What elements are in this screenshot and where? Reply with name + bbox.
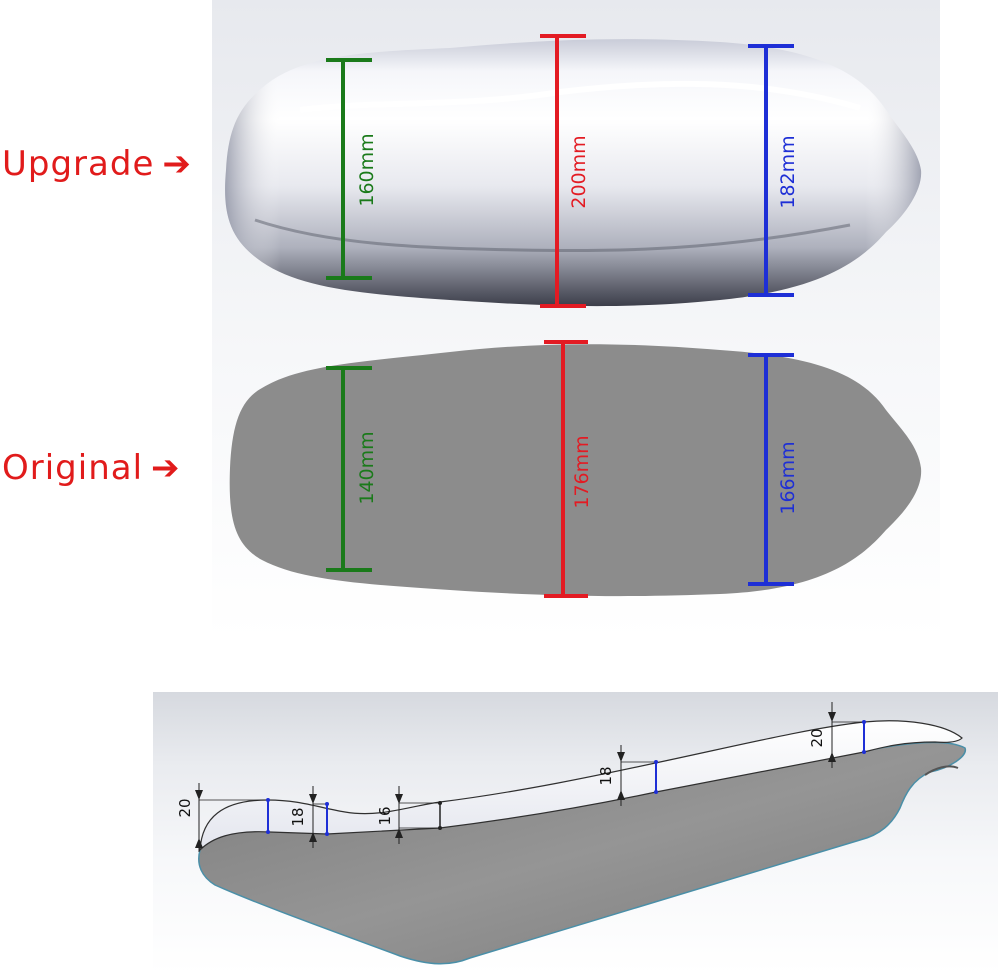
original-label: Original ➔ [2, 448, 181, 488]
original-dim-right: 166mm [748, 353, 799, 586]
profile-dim-3-label: 16 [376, 806, 394, 825]
upgrade-dim-right: 182mm [748, 44, 799, 297]
upgrade-label: Upgrade ➔ [2, 144, 192, 184]
profile-dim-3: 16 [376, 786, 442, 844]
upgrade-dim-center-label: 200mm [568, 135, 590, 208]
profile-dim-2-label: 18 [289, 807, 307, 826]
upgrade-dim-left-label: 160mm [356, 133, 378, 206]
upgrade-label-text: Upgrade [2, 144, 155, 184]
profile-dim-4-label: 18 [597, 766, 615, 785]
side-profile-seat [198, 720, 966, 965]
original-dim-center-label: 176mm [571, 435, 593, 508]
upgrade-dim-center: 200mm [540, 34, 590, 308]
profile-dim-4: 18 [597, 745, 658, 806]
profile-dim-1-label: 20 [176, 798, 194, 817]
original-label-text: Original [2, 448, 144, 488]
profile-dim-2: 18 [289, 786, 329, 848]
original-dim-center: 176mm [544, 340, 593, 598]
profile-dim-5: 20 [808, 702, 866, 768]
profile-dim-1: 20 [176, 783, 270, 852]
original-seat-shape [229, 344, 922, 597]
arrow-right-icon: ➔ [151, 448, 181, 488]
upgrade-dim-right-label: 182mm [777, 135, 799, 208]
upgrade-seat-shape [225, 39, 922, 307]
original-dim-left: 140mm [326, 366, 378, 572]
original-dim-right-label: 166mm [777, 441, 799, 514]
profile-dim-5-label: 20 [808, 728, 826, 747]
arrow-right-icon: ➔ [162, 144, 192, 184]
upgrade-dim-left: 160mm [326, 58, 378, 280]
original-dim-left-label: 140mm [356, 431, 378, 504]
